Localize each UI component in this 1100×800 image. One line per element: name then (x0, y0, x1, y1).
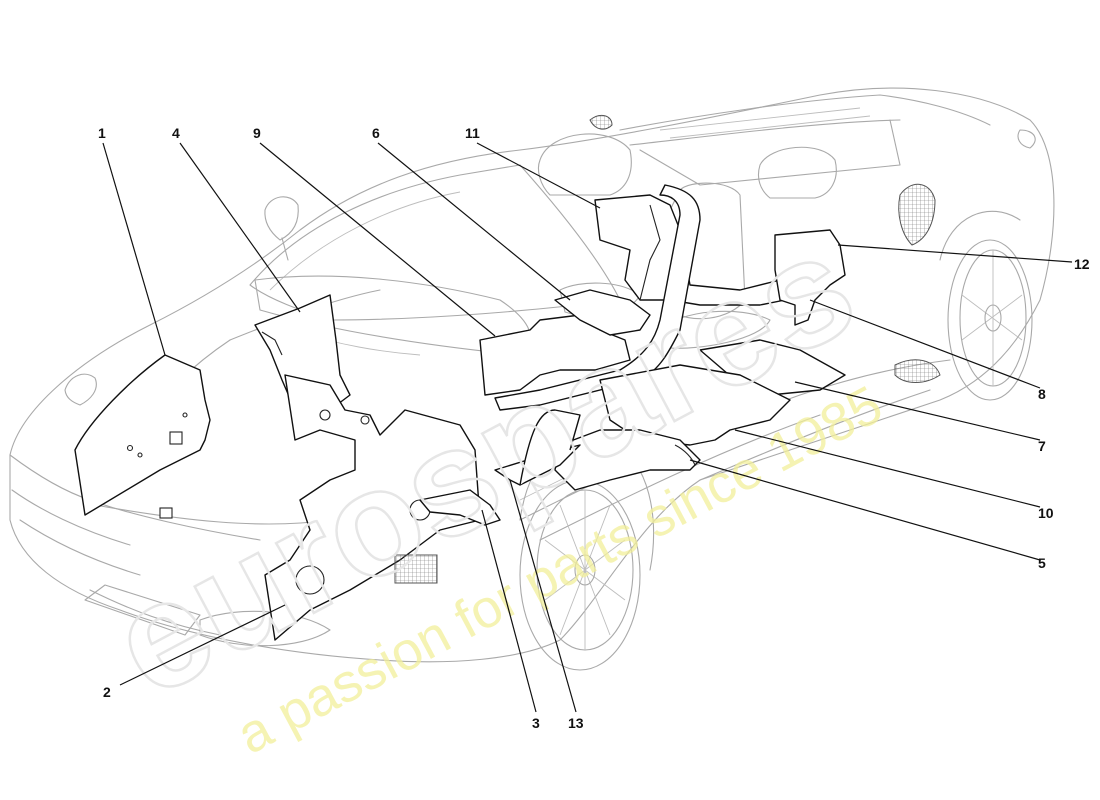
part-4-bulkhead (254, 294, 351, 411)
part-5-footrest (554, 429, 701, 491)
callout-labels: 1 2 3 4 5 6 7 8 9 10 11 12 13 (98, 125, 1090, 731)
callout-1: 1 (98, 125, 106, 141)
callout-5: 5 (1038, 555, 1046, 571)
callout-10: 10 (1038, 505, 1054, 521)
callout-8: 8 (1038, 386, 1046, 402)
part-3-footwell (419, 489, 501, 526)
callout-11: 11 (465, 125, 480, 141)
callout-9: 9 (253, 125, 261, 141)
insulation-parts (74, 184, 846, 641)
leader-lines (102, 142, 1073, 713)
part-12-rear-side-panel (774, 229, 846, 326)
part-6-tunnel-panel (554, 289, 651, 336)
callout-2: 2 (103, 684, 111, 700)
callout-4: 4 (172, 125, 180, 141)
callout-12: 12 (1074, 256, 1090, 272)
part-1-front-panel (74, 354, 211, 516)
callout-7: 7 (1038, 438, 1046, 454)
callout-3: 3 (532, 715, 540, 731)
callout-6: 6 (372, 125, 380, 141)
callout-13: 13 (568, 715, 584, 731)
part-9-floor-panel (479, 314, 631, 396)
